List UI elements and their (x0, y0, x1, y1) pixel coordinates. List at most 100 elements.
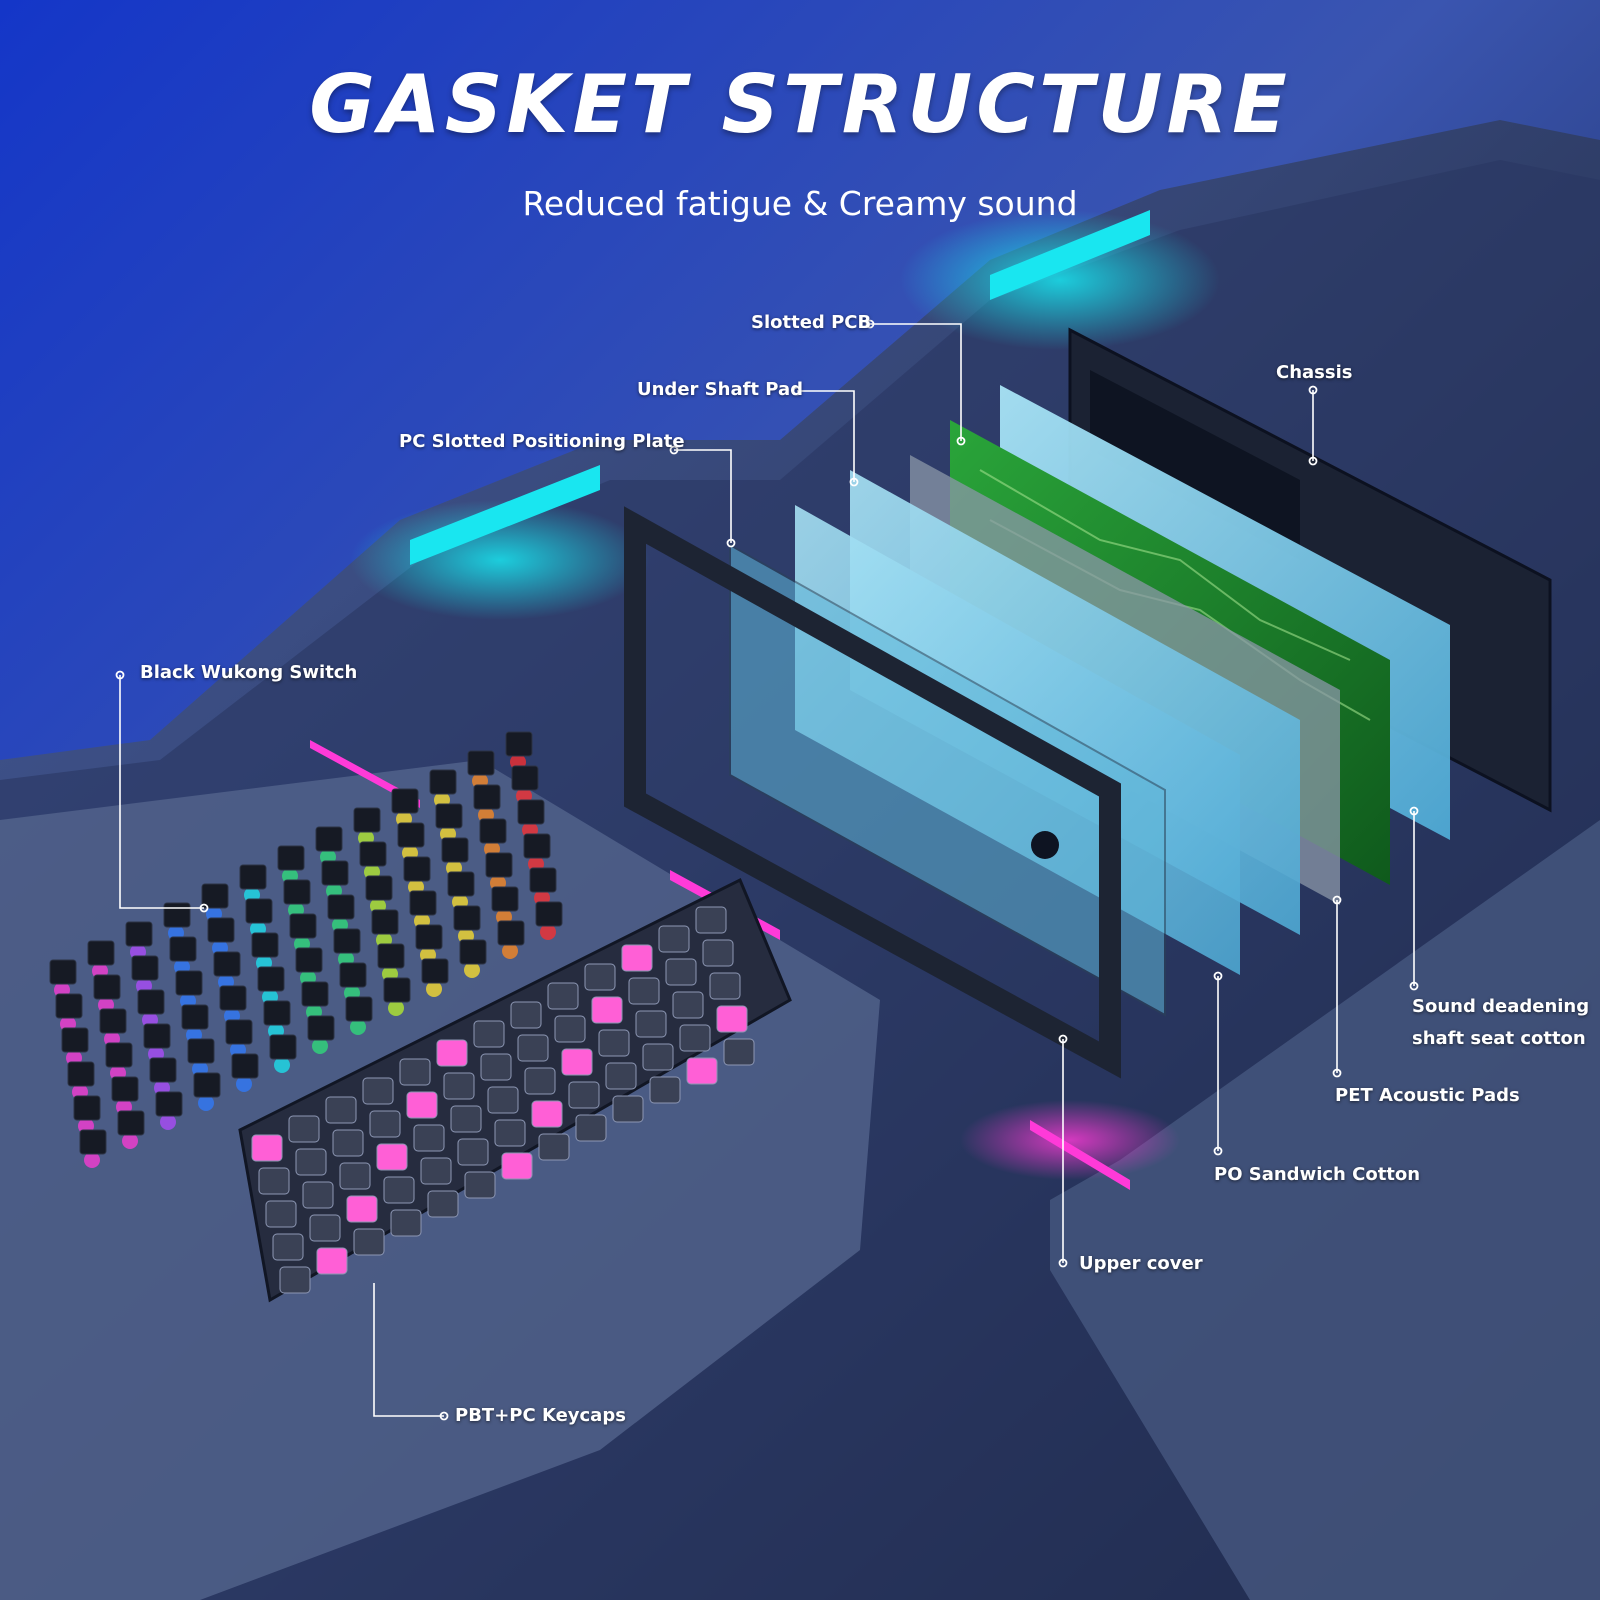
switch-led (160, 1114, 176, 1130)
platform-right (1050, 820, 1600, 1600)
switch (117, 1110, 145, 1136)
keycap (635, 1010, 667, 1038)
cyan-glow (900, 210, 1220, 350)
keycap (399, 1058, 431, 1086)
magenta-glow (960, 1100, 1180, 1180)
keycap (258, 1167, 290, 1195)
switch (201, 883, 229, 909)
switch-led (540, 924, 556, 940)
keycap (665, 958, 697, 986)
keycap (598, 1029, 630, 1057)
cyan-strip-left (410, 465, 600, 565)
keycap (265, 1200, 297, 1228)
anchor-dot (1332, 1068, 1342, 1078)
switch-led (350, 1019, 366, 1035)
keycap (332, 1129, 364, 1157)
switch (125, 921, 153, 947)
keycap (487, 1086, 519, 1114)
keycap (427, 1190, 459, 1218)
switch (409, 890, 437, 916)
keycap (325, 1096, 357, 1124)
leader-keycaps (373, 1283, 444, 1417)
anchor-dot (792, 386, 802, 396)
keycap (510, 1001, 542, 1029)
keycap (628, 977, 660, 1005)
label-chassis: Chassis (1276, 362, 1353, 383)
switch-led (464, 962, 480, 978)
pcb-trace (979, 469, 1351, 661)
switch (49, 959, 77, 985)
switch (339, 962, 367, 988)
label-pet-pads: PET Acoustic Pads (1335, 1085, 1520, 1106)
switch-led (198, 1095, 214, 1111)
switch (99, 1008, 127, 1034)
page-title: GASKET STRUCTURE (309, 58, 1291, 151)
keycap (251, 1134, 283, 1162)
switch (505, 731, 533, 757)
keycap (723, 1038, 755, 1066)
switch (149, 1057, 177, 1083)
switch (163, 902, 191, 928)
switch (87, 940, 115, 966)
switch (239, 864, 267, 890)
switch (321, 860, 349, 886)
anchor-dot (669, 445, 679, 455)
keycap (457, 1138, 489, 1166)
switch (175, 970, 203, 996)
keycap (561, 1048, 593, 1076)
anchor-dot (956, 436, 966, 446)
switch (263, 1000, 291, 1026)
switch (289, 913, 317, 939)
switch (491, 886, 519, 912)
switch (257, 966, 285, 992)
switch (353, 807, 381, 833)
keycap (450, 1105, 482, 1133)
keycap (621, 944, 653, 972)
cyan-strip-right (990, 210, 1150, 300)
leader-switch (119, 675, 204, 909)
cyan-glow (350, 500, 650, 620)
keycap (517, 1034, 549, 1062)
anchor-dot (849, 477, 859, 487)
switch (73, 1095, 101, 1121)
label-sound-cotton: Sound deadening shaft seat cotton (1412, 996, 1590, 1049)
switch (315, 826, 343, 852)
switch (365, 875, 393, 901)
chassis-opening (1090, 370, 1300, 560)
switch (55, 993, 83, 1019)
switch (479, 818, 507, 844)
anchor-dot (1409, 806, 1419, 816)
keycap (584, 963, 616, 991)
switch (231, 1053, 259, 1079)
switch (333, 928, 361, 954)
leader-pc-plate (674, 449, 732, 543)
upper-cover-shape (624, 506, 1121, 1079)
keycap (494, 1119, 526, 1147)
anchor-dot (115, 670, 125, 680)
anchor-dot (199, 903, 209, 913)
switch (459, 939, 487, 965)
anchor-dot (1213, 1146, 1223, 1156)
anchor-dot (1058, 1034, 1068, 1044)
switch-led (236, 1076, 252, 1092)
label-slotted-pcb: Slotted PCB (751, 312, 872, 333)
page-subtitle: Reduced fatigue & Creamy sound (522, 184, 1078, 223)
label-switch: Black Wukong Switch (140, 662, 358, 683)
pc-plate-shape (729, 543, 1166, 1017)
keycap (716, 1005, 748, 1033)
switch (79, 1129, 107, 1155)
keycap (480, 1053, 512, 1081)
anchor-dot (1409, 981, 1419, 991)
switch-led (426, 981, 442, 997)
keycap (575, 1114, 607, 1142)
switch (523, 833, 551, 859)
keycap (568, 1081, 600, 1109)
switch (307, 1015, 335, 1041)
switch (295, 947, 323, 973)
keycap (413, 1124, 445, 1152)
keycap (702, 939, 734, 967)
switch-led (502, 943, 518, 959)
keycap (346, 1195, 378, 1223)
keycap (501, 1152, 533, 1180)
